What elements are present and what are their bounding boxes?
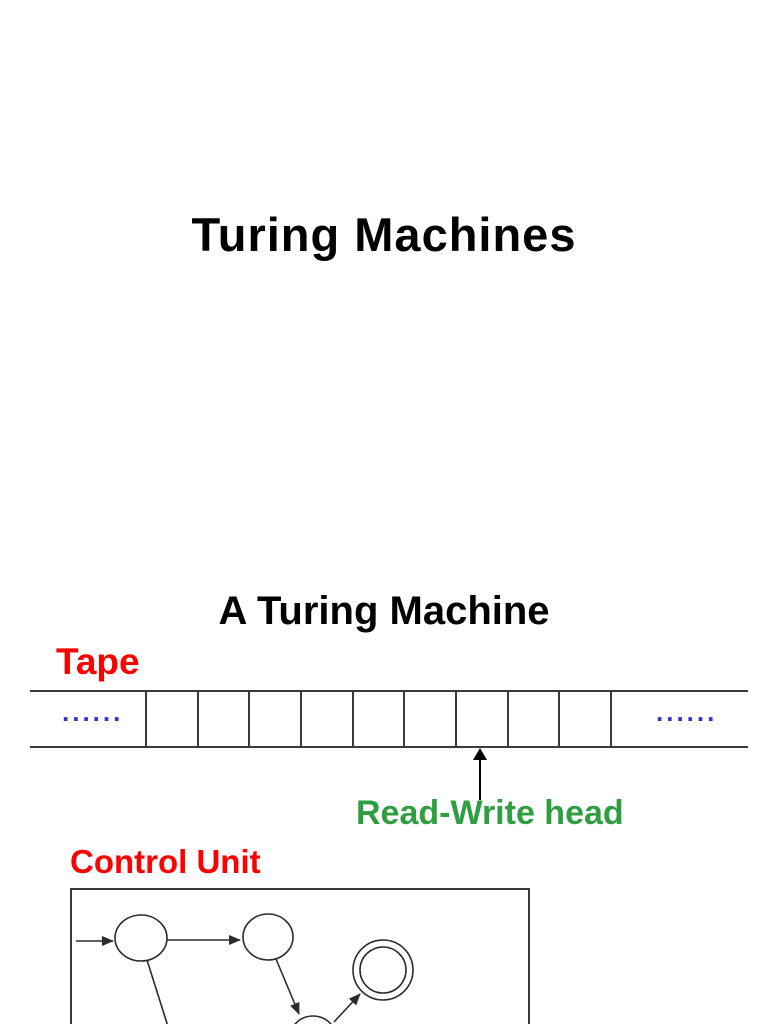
transition-arrow-3 <box>333 993 361 1023</box>
state-circle-1 <box>114 914 168 962</box>
read-write-head-label: Read-Write head <box>356 794 624 832</box>
transition-arrow-2 <box>275 958 300 1015</box>
control-unit-box <box>70 888 530 1024</box>
tape <box>30 690 748 748</box>
tape-cell-divider <box>145 692 147 746</box>
control-unit-label: Control Unit <box>70 843 261 880</box>
transition-line-down <box>146 959 169 1024</box>
tape-cell-divider <box>403 692 406 746</box>
tape-dots-right: ...... <box>656 697 718 727</box>
tape-cell-divider <box>196 692 199 746</box>
tape-cell-divider <box>455 692 457 746</box>
tape-dots-left: ...... <box>62 697 124 727</box>
tape-cell-divider <box>558 692 561 746</box>
tape-cell-divider <box>351 692 354 746</box>
slide2-title: A Turing Machine <box>218 589 550 633</box>
tape-label: Tape <box>56 641 140 682</box>
tape-cell-divider <box>610 692 612 746</box>
tape-cell-divider <box>300 692 302 746</box>
state-circle-bottom-partial <box>294 1015 332 1024</box>
state-circle-2 <box>242 913 294 961</box>
state-diagram <box>76 913 414 1024</box>
tape-cell-divider <box>248 692 251 746</box>
arrow-up-icon <box>473 748 487 760</box>
tape-cell-divider <box>506 692 509 746</box>
slide1-title: Turing Machines <box>191 208 577 261</box>
accepting-state-inner-circle <box>359 946 407 994</box>
read-write-head-arrow <box>479 757 481 800</box>
